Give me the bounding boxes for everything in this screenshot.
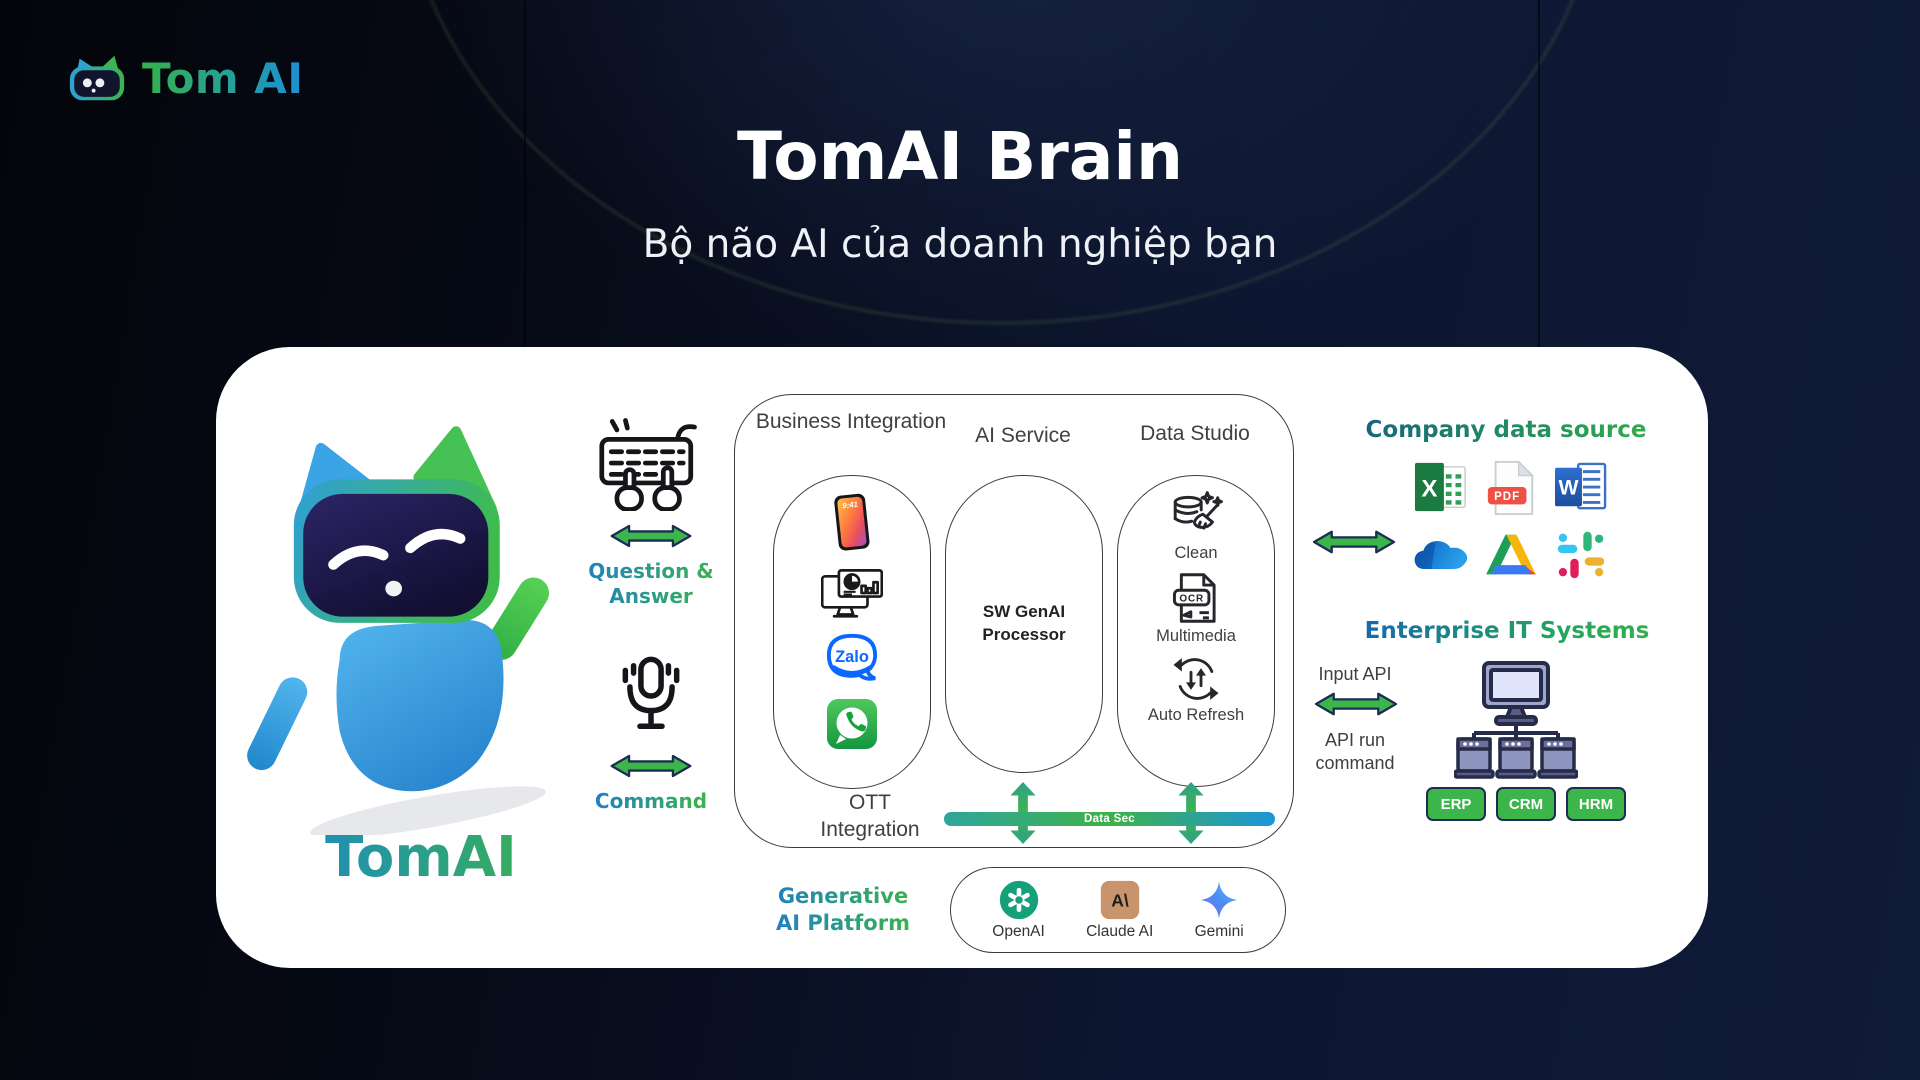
openai-label: OpenAI [992, 922, 1045, 940]
claude-icon: A\ [1100, 880, 1139, 919]
provider-openai: OpenAI [992, 880, 1045, 941]
data-studio-title: Data Studio [1140, 422, 1250, 445]
claude-glyph: A\ [1111, 890, 1129, 910]
google-drive-icon [1486, 534, 1536, 575]
excel-glyph: X [1421, 476, 1437, 503]
it-network-icon [1454, 661, 1578, 779]
whatsapp-icon [827, 699, 877, 749]
page-subtitle: Bộ não AI của doanh nghiệp bạn [642, 222, 1278, 267]
business-integration-title: Business Integration [755, 410, 947, 433]
zalo-label: Zalo [835, 648, 869, 666]
diagram-card: TomAI Question & Answer [216, 347, 1708, 968]
data-clean-icon [1173, 491, 1223, 530]
pdf-glyph: PDF [1494, 491, 1520, 503]
background-line-right [1538, 0, 1540, 347]
excel-icon: X [1414, 462, 1466, 512]
brand-name: Tom AI [142, 53, 304, 103]
question-answer-group: Question & Answer [581, 417, 721, 609]
generative-ai-platform-box: OpenAI A\ Claude AI Gemini [950, 867, 1286, 953]
command-arrow-icon [610, 754, 692, 778]
command-label: Command [594, 789, 708, 813]
command-group: Command [581, 655, 721, 814]
api-arrow-icon [1314, 692, 1398, 716]
ott-integration-label: OTT Integration [820, 791, 920, 842]
gemini-label: Gemini [1194, 922, 1244, 940]
data-sec-label: Data Sec [1084, 813, 1135, 825]
business-integration-pill: 9:41 Zalo [773, 475, 931, 789]
claude-label: Claude AI [1086, 922, 1154, 940]
ocr-label: OCR [1179, 593, 1204, 604]
cat-logo-icon [69, 55, 125, 101]
data-studio-pill: Clean OCR Multimedia [1117, 475, 1275, 787]
phone-time: 9:41 [842, 500, 858, 511]
provider-claude: A\ Claude AI [1086, 880, 1153, 941]
background-line-left [524, 0, 526, 347]
zalo-icon: Zalo [826, 633, 878, 681]
company-data-source-title: Company data source [1356, 417, 1656, 443]
input-api-label: Input API [1318, 664, 1392, 684]
genai-processor-label: SW GenAI Processor [982, 602, 1066, 644]
auto-refresh-icon [1173, 658, 1219, 700]
mascot-name: TomAI [271, 825, 571, 890]
company-data-icons: X PDF W [1412, 459, 1610, 584]
clean-label: Clean [1174, 544, 1218, 562]
smartphone-icon: 9:41 [834, 493, 870, 551]
word-glyph: W [1558, 477, 1578, 500]
page-title: TomAI Brain [737, 118, 1183, 195]
onedrive-icon [1414, 540, 1468, 570]
openai-icon [999, 880, 1038, 919]
brand-logo: Tom AI [66, 52, 303, 104]
ai-service-pill: SW GenAI Processor [945, 475, 1103, 773]
question-answer-label: Question & Answer [581, 559, 721, 609]
multimedia-label: Multimedia [1156, 627, 1236, 645]
ocr-icon: OCR [1172, 573, 1216, 623]
enterprise-it-systems-title: Enterprise IT Systems [1352, 618, 1662, 644]
ai-service-title: AI Service [975, 424, 1071, 447]
word-icon: W [1555, 462, 1607, 510]
auto-refresh-label: Auto Refresh [1147, 706, 1245, 724]
question-answer-arrow-icon [610, 524, 692, 548]
crm-badge: CRM [1496, 787, 1556, 821]
keyboard-icon [599, 418, 697, 511]
microphone-icon [622, 656, 680, 729]
slack-icon [1557, 531, 1605, 579]
it-system-badges: ERP CRM HRM [1426, 787, 1626, 821]
erp-badge: ERP [1426, 787, 1486, 821]
hrm-badge: HRM [1566, 787, 1626, 821]
data-sec-bar: Data Sec [944, 812, 1275, 826]
tomai-mascot [247, 426, 550, 835]
provider-gemini: Gemini [1195, 880, 1244, 941]
dashboard-monitor-icon [821, 569, 883, 618]
pdf-icon: PDF [1487, 460, 1534, 515]
generative-ai-platform-label: Generative AI Platform [768, 883, 918, 938]
api-run-command-label: API run command [1315, 730, 1395, 774]
core-box: Business Integration AI Service Data Stu… [734, 394, 1294, 848]
gemini-icon [1200, 881, 1238, 918]
company-data-arrow-icon [1312, 530, 1396, 554]
